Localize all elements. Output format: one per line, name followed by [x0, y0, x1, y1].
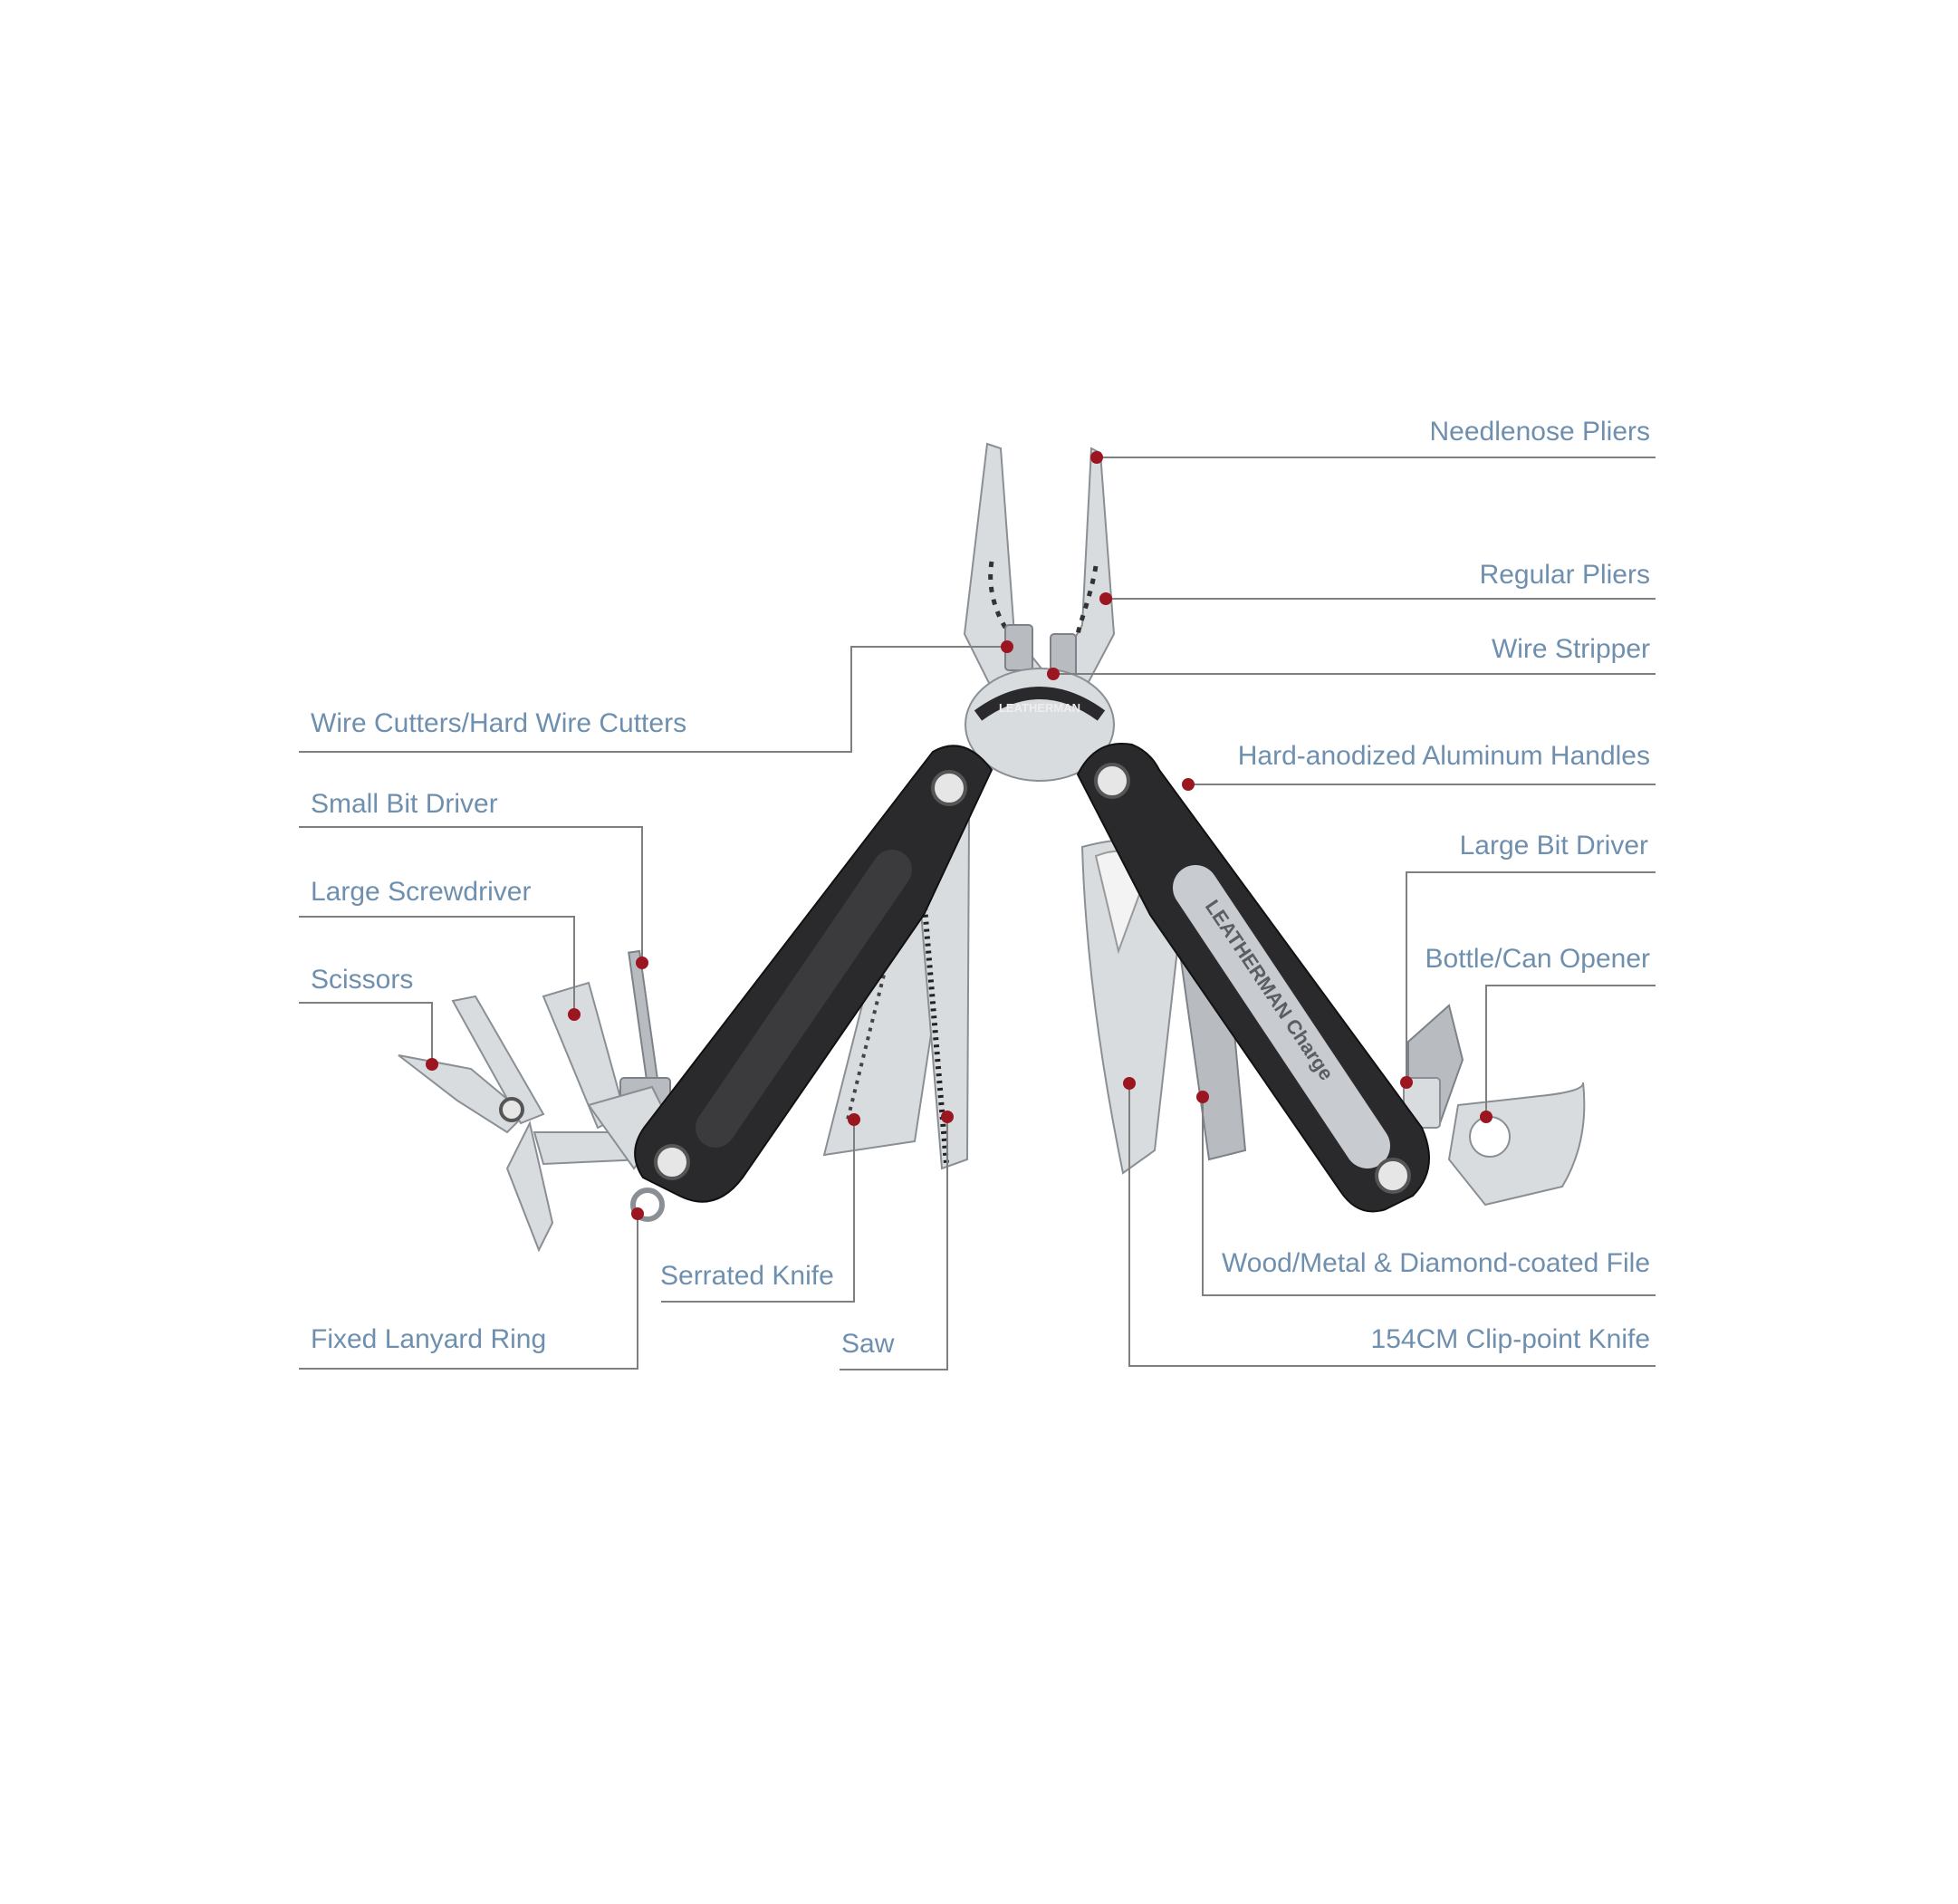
callout-wire-cutters: Wire Cutters/Hard Wire Cutters — [299, 640, 1013, 753]
callout-fixed-lanyard-ring: Fixed Lanyard Ring — [299, 1207, 644, 1370]
label-bottle-can-opener: Bottle/Can Opener — [1425, 944, 1650, 974]
label-wire-stripper: Wire Stripper — [1492, 634, 1650, 664]
callout-scissors: Scissors — [299, 965, 438, 1071]
callout-dot — [1099, 592, 1112, 605]
callout-dot — [1182, 778, 1195, 791]
callout-clip-point-knife: 154CM Clip-point Knife — [1123, 1077, 1656, 1367]
callout-large-screwdriver: Large Screwdriver — [299, 877, 581, 1021]
callout-wire-stripper: Wire Stripper — [1047, 634, 1656, 680]
label-serrated-knife: Serrated Knife — [660, 1261, 834, 1291]
label-large-screwdriver: Large Screwdriver — [311, 877, 531, 907]
label-scissors: Scissors — [311, 965, 413, 995]
callout-serrated-knife: Serrated Knife — [660, 1113, 860, 1303]
callout-regular-pliers: Regular Pliers — [1099, 560, 1656, 605]
callout-dot — [631, 1207, 644, 1220]
callout-dot — [1001, 640, 1013, 653]
label-regular-pliers: Regular Pliers — [1480, 560, 1650, 590]
callout-dot — [1123, 1077, 1136, 1090]
callout-dot — [426, 1058, 438, 1071]
callout-saw: Saw — [840, 1111, 954, 1370]
multitool-illustration: LEATHERMAN — [398, 442, 1586, 1253]
callout-large-bit-driver: Large Bit Driver — [1400, 831, 1656, 1089]
callout-dot — [636, 957, 648, 969]
label-fixed-lanyard-ring: Fixed Lanyard Ring — [311, 1324, 546, 1354]
callout-bottle-can-opener: Bottle/Can Opener — [1425, 944, 1656, 1123]
left-handle — [634, 745, 993, 1203]
pivot-brand-mark: LEATHERMAN — [999, 701, 1080, 715]
pliers-pivot: LEATHERMAN — [965, 668, 1115, 782]
label-wire-cutters: Wire Cutters/Hard Wire Cutters — [311, 708, 686, 738]
label-needlenose-pliers: Needlenose Pliers — [1430, 417, 1650, 447]
callout-dot — [941, 1111, 954, 1123]
callout-wood-metal-file: Wood/Metal & Diamond-coated File — [1196, 1091, 1656, 1296]
right-handle: LEATHERMAN Charge — [1076, 743, 1430, 1213]
callout-dot — [848, 1113, 860, 1126]
scissors-shape — [398, 995, 672, 1253]
callout-dot — [1196, 1091, 1209, 1103]
callout-dot — [1090, 451, 1103, 464]
callout-needlenose-pliers: Needlenose Pliers — [1090, 417, 1656, 464]
callout-hard-anodized-handles: Hard-anodized Aluminum Handles — [1182, 741, 1656, 791]
callout-dot — [568, 1008, 581, 1021]
label-small-bit-driver: Small Bit Driver — [311, 789, 498, 819]
callout-small-bit-driver: Small Bit Driver — [299, 789, 648, 969]
label-saw: Saw — [841, 1329, 895, 1359]
label-large-bit-driver: Large Bit Driver — [1460, 831, 1648, 861]
label-hard-anodized-handles: Hard-anodized Aluminum Handles — [1238, 741, 1650, 771]
callout-dot — [1047, 668, 1060, 680]
callout-dot — [1480, 1111, 1492, 1123]
label-wood-metal-file: Wood/Metal & Diamond-coated File — [1222, 1248, 1650, 1278]
callout-dot — [1400, 1076, 1413, 1089]
label-clip-point-knife: 154CM Clip-point Knife — [1371, 1324, 1650, 1354]
